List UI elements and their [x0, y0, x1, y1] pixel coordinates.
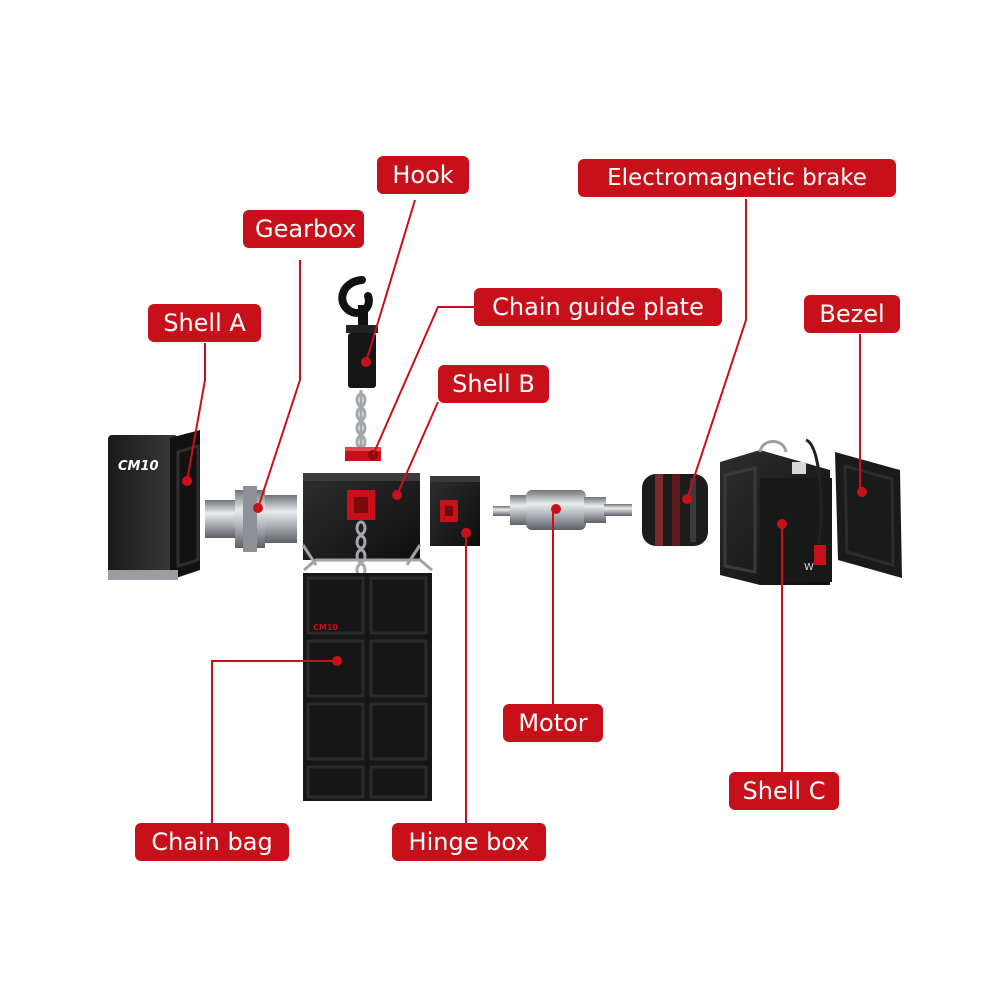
leader-lines	[186, 199, 861, 823]
shell-a-label: Shell A	[148, 304, 261, 342]
motor-part	[493, 490, 632, 530]
hook-label: Hook	[377, 156, 469, 194]
svg-text:CM10: CM10	[313, 623, 338, 632]
chain-bag-part: CM10	[303, 558, 433, 801]
electromagnetic-brake-part	[642, 474, 708, 546]
shell-c-mark: W	[804, 562, 814, 573]
gearbox-label: Gearbox	[243, 210, 364, 248]
shell-a-part: CM10	[108, 430, 200, 580]
bezel-part	[835, 452, 902, 578]
shell-c-part: W	[720, 438, 832, 585]
leader-brake	[686, 199, 747, 500]
leader-gearbox	[257, 260, 301, 509]
leader-chain-guide	[372, 306, 474, 456]
leader-shell-a	[186, 343, 206, 482]
hinge-box-label: Hinge box	[392, 823, 546, 861]
electromagnetic-brake-label: Electromagnetic brake	[578, 159, 896, 197]
leader-hook	[365, 199, 416, 363]
chain-bag-label: Chain bag	[135, 823, 289, 861]
hinge-box-part	[430, 476, 480, 546]
bezel-label: Bezel	[804, 295, 900, 333]
motor-label: Motor	[503, 704, 603, 742]
leader-chain-bag	[211, 660, 337, 823]
shell-c-label: Shell C	[729, 772, 839, 810]
hook-part	[338, 276, 378, 388]
shell-a-logo: CM10	[118, 459, 159, 474]
chain-upper	[355, 390, 367, 450]
leader-shell-b	[396, 401, 439, 496]
shell-b-label: Shell B	[438, 365, 549, 403]
chain-guide-plate-label: Chain guide plate	[474, 288, 722, 326]
gearbox-part	[205, 486, 297, 552]
